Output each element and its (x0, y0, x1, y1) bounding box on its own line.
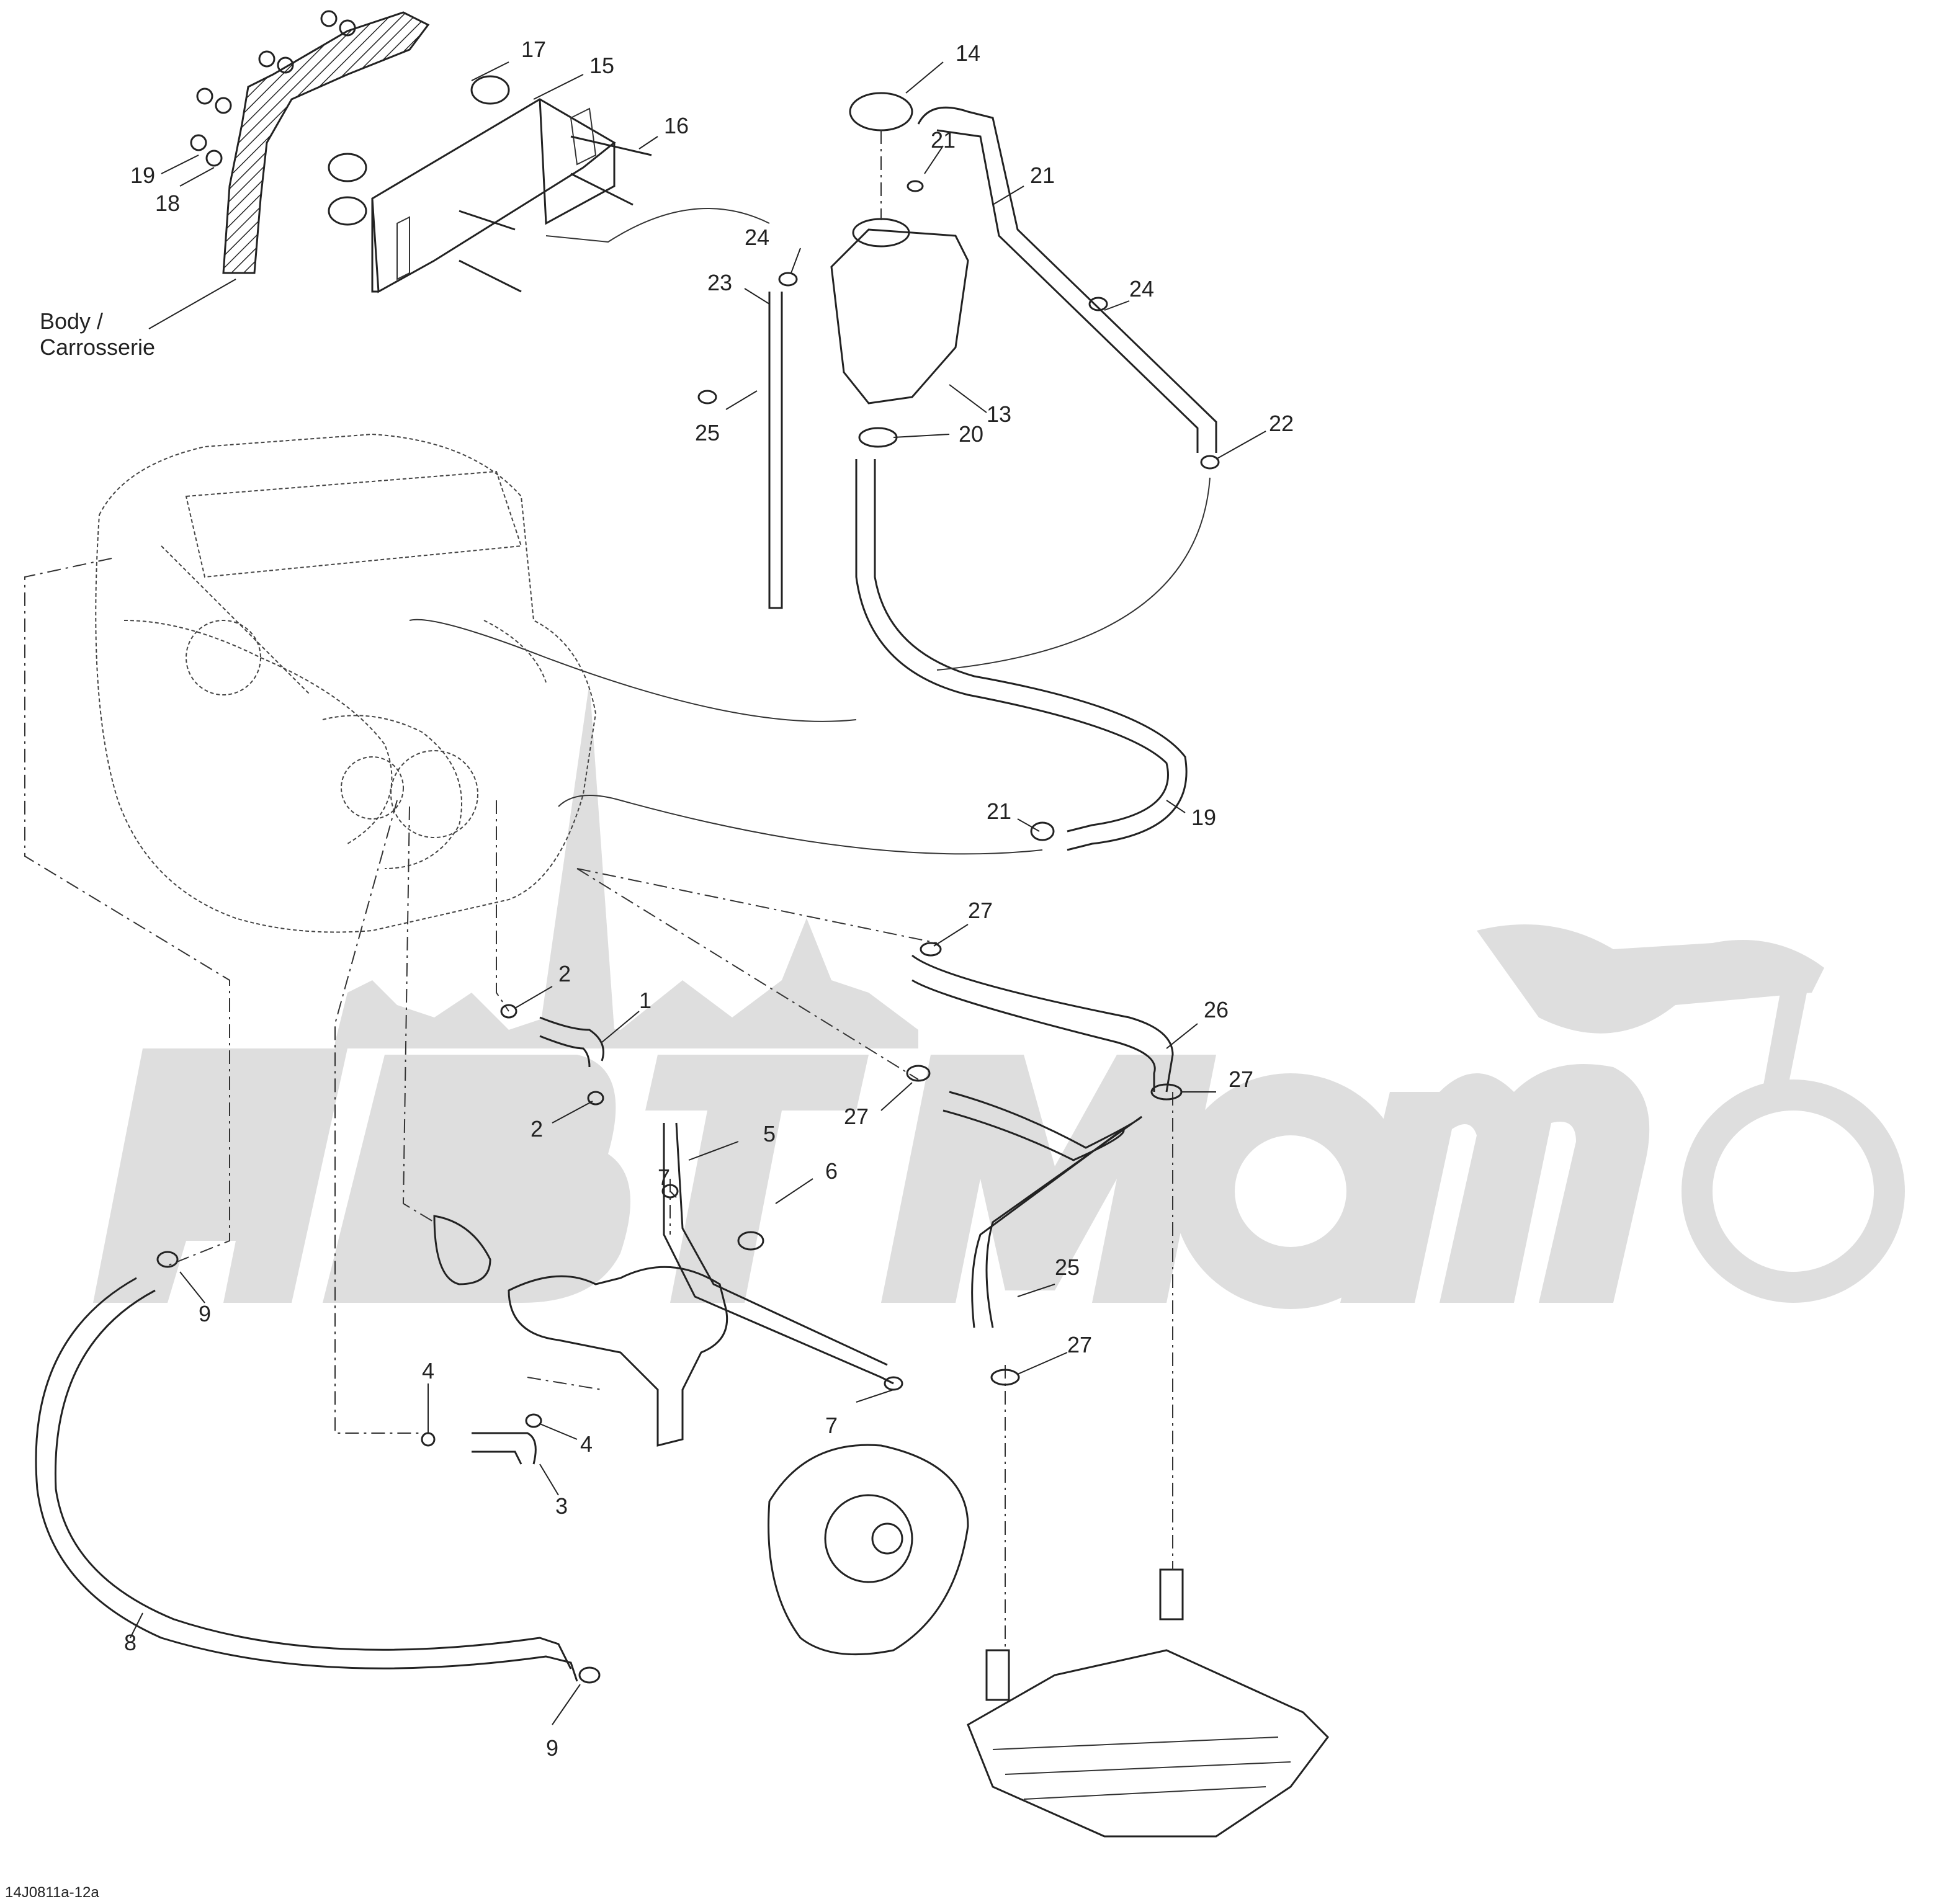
callout-leaders (130, 61, 1266, 1725)
callout-5: 5 (763, 1121, 776, 1146)
body-label-line1: Body / (40, 308, 103, 334)
callout-8: 8 (124, 1630, 137, 1655)
callout-2-top: 2 (558, 961, 571, 986)
callout-24-left: 25 (695, 420, 720, 445)
callout-3: 3 (555, 1493, 568, 1519)
drawing-code: 14J0811a-12a (5, 1884, 99, 1901)
callout-15: 18 (155, 190, 180, 216)
callout-23: 24 (745, 225, 769, 250)
callout-7-bottom: 7 (825, 1413, 838, 1438)
callout-7-top: 7 (658, 1164, 670, 1190)
body-panel (148, 11, 430, 329)
callout-4-right: 4 (580, 1431, 593, 1457)
callout-16: 19 (130, 163, 155, 188)
water-pump (433, 1215, 969, 1656)
callout-10: 13 (987, 401, 1011, 427)
callout-11: 14 (956, 40, 980, 66)
callout-9-top: 9 (199, 1301, 211, 1326)
callout-25: 25 (1055, 1254, 1080, 1280)
callout-22: 23 (707, 270, 732, 295)
callout-4-left: 4 (422, 1358, 434, 1383)
callout-18: 20 (959, 421, 983, 447)
coolant-reservoir (409, 92, 1217, 855)
callout-24-right: 24 (1129, 276, 1154, 302)
callout-13: 16 (664, 113, 689, 138)
callout-1: 1 (639, 988, 652, 1013)
hose-clamps (156, 180, 1220, 1684)
callout-27-a: 27 (968, 898, 993, 923)
callout-21-top: 21 (931, 127, 956, 153)
callout-2-bottom: 2 (531, 1116, 543, 1142)
watermark (93, 682, 1905, 1309)
callout-20: 21 (1030, 163, 1055, 188)
callout-12: 15 (589, 53, 614, 78)
lower-hoses (35, 954, 1174, 1682)
callout-21-right: 22 (1269, 411, 1294, 436)
engine-block (95, 433, 597, 933)
heat-exchanger (967, 1568, 1329, 1838)
callout-19: 21 (987, 798, 1011, 824)
body-label-line2: Carrosserie (40, 334, 155, 360)
callout-numbers: 17 15 16 19 18 14 21 21 24 24 23 25 13 2… (124, 37, 1294, 1761)
mounting-bracket (190, 10, 652, 293)
callout-26: 26 (1204, 997, 1229, 1022)
callout-17: 19 (1191, 805, 1216, 830)
callout-27-d: 27 (1067, 1332, 1092, 1357)
body-label: Body / Carrosserie (40, 308, 155, 360)
callout-27-c: 27 (844, 1104, 869, 1129)
callout-27-b: 27 (1229, 1066, 1253, 1092)
phantom-lines (24, 558, 1173, 1650)
callout-9-bottom: 9 (546, 1735, 558, 1761)
callout-6: 6 (825, 1158, 838, 1184)
callout-14: 17 (521, 37, 546, 62)
